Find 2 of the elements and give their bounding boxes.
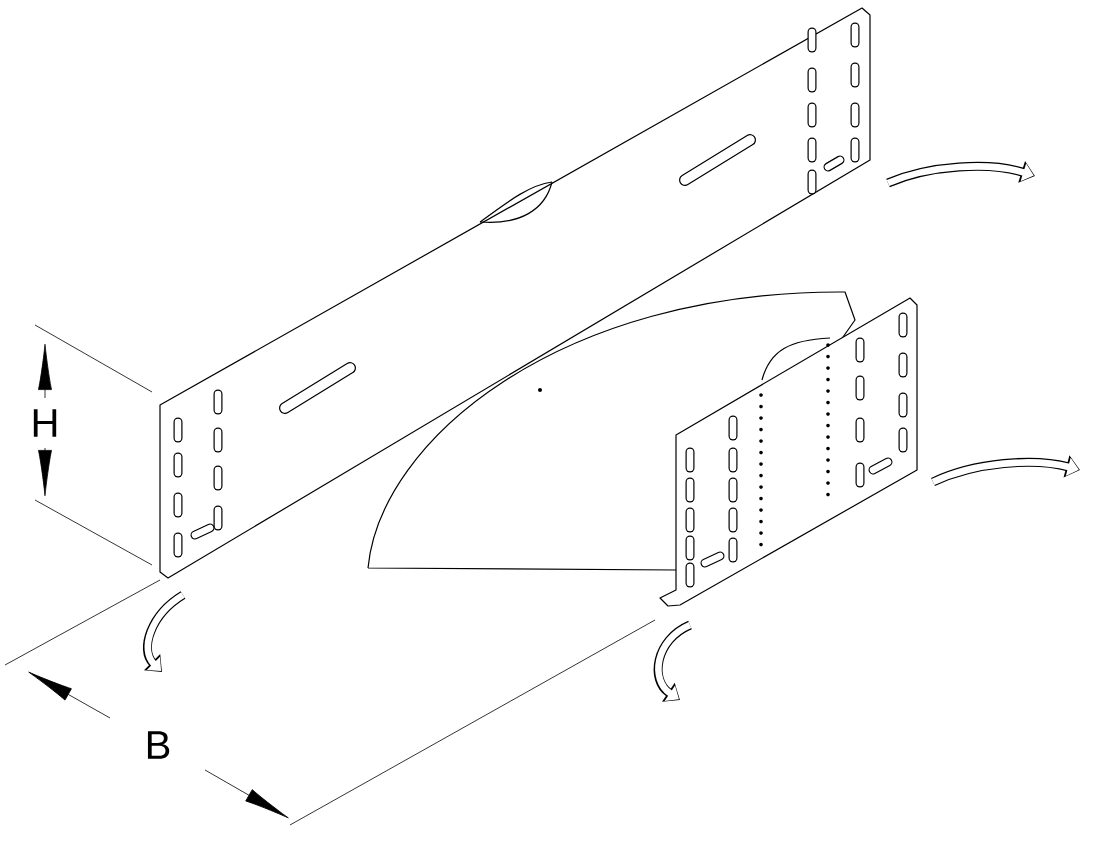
- dimension-label: H: [33, 409, 57, 437]
- dimension-label: B: [147, 731, 170, 759]
